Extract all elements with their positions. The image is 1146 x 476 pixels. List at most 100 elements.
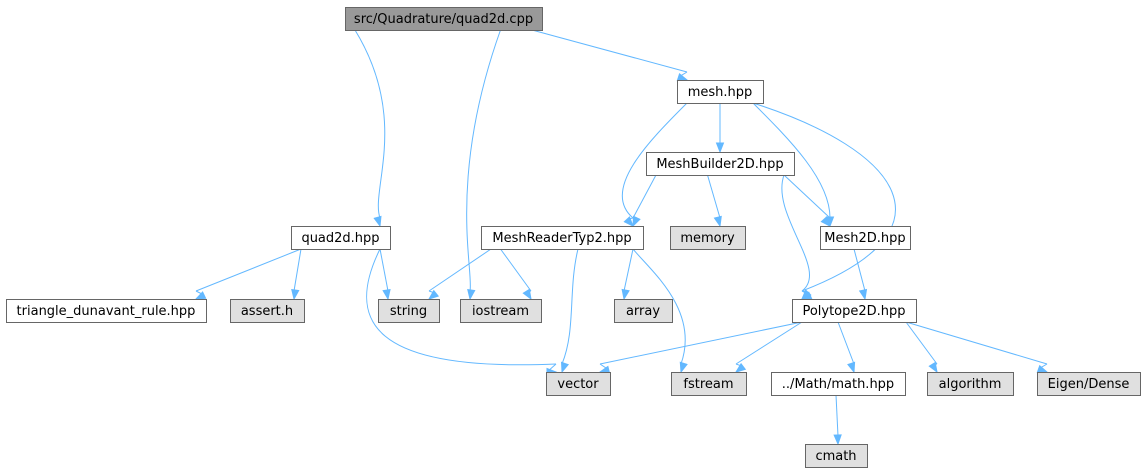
edge-quad2d-cpp-to-mesh-hpp (531, 29, 688, 73)
edge-polytope-to-eigen (905, 321, 1048, 365)
edge-meshbuilder-to-mesh2d (783, 174, 831, 219)
edge-arrowhead (928, 361, 938, 374)
node-box (460, 299, 542, 323)
edge-polytope-to-mathhpp (837, 321, 855, 365)
edge-mesh-hpp-to-meshreader (621, 102, 688, 219)
edge-tail-segment (546, 363, 557, 373)
node-box (481, 226, 644, 250)
edge-quad2d-cpp-to-iostream (466, 29, 501, 292)
node-label: fstream (683, 377, 733, 392)
node-fstream: fstream (671, 372, 747, 396)
node-box (670, 226, 746, 250)
edge-tail-segment (851, 362, 855, 365)
edge-tail-segment (801, 290, 809, 294)
edge-polytope-to-vector (599, 321, 803, 365)
edge-arrowhead (467, 289, 476, 301)
node-array: array (614, 299, 673, 323)
node-quad2d-hpp[interactable]: quad2d.hpp (291, 226, 391, 250)
edge-tail-segment (862, 289, 866, 292)
node-box (1037, 372, 1141, 396)
node-polytope[interactable]: Polytope2D.hpp (792, 299, 917, 323)
node-box (546, 372, 611, 396)
node-mesh-hpp[interactable]: mesh.hpp (677, 80, 764, 104)
edges-layer (194, 29, 1049, 446)
node-box (671, 372, 747, 396)
node-box (6, 299, 207, 323)
edge-tail-segment (377, 216, 381, 219)
node-algorithm: algorithm (927, 372, 1014, 396)
edge-tail-segment (599, 363, 610, 371)
node-box (792, 299, 917, 323)
node-label: Mesh2D.hpp (824, 231, 905, 246)
edge-tail-segment (561, 362, 565, 365)
node-mesh2d[interactable]: Mesh2D.hpp (820, 226, 911, 250)
node-meshreader[interactable]: MeshReaderTyp2.hpp (481, 226, 644, 250)
node-meshbuilder[interactable]: MeshBuilder2D.hpp (646, 152, 795, 176)
edge-polytope-to-fstream (735, 321, 803, 365)
node-string: string (378, 299, 440, 323)
edge-meshbuilder-to-meshreader (632, 174, 657, 219)
node-box (378, 299, 440, 323)
edge-arrowhead (833, 434, 842, 446)
edge-quad2d-hpp-to-triangle (195, 248, 302, 292)
node-label: MeshReaderTyp2.hpp (492, 231, 631, 246)
edge-tail-segment (195, 290, 205, 296)
edge-meshbuilder-to-polytope (781, 174, 810, 292)
node-box (677, 80, 764, 104)
node-label: MeshBuilder2D.hpp (656, 157, 783, 172)
edge-tail-segment (469, 289, 472, 292)
edge-mesh-hpp-to-mesh2d (752, 102, 831, 219)
node-box (291, 226, 391, 250)
edge-quad2d-cpp-to-quad2d-hpp (354, 29, 386, 219)
node-box (646, 152, 795, 176)
edge-meshreader-to-array (623, 248, 634, 292)
edge-tail-segment (626, 217, 634, 220)
edge-quad2d-hpp-to-assert (293, 248, 302, 292)
edge-tail-segment (428, 290, 437, 294)
edge-arrowhead (621, 288, 630, 301)
node-box (771, 372, 906, 396)
node-quad2d-cpp[interactable]: src/Quadrature/quad2d.cpp (345, 7, 543, 31)
edge-quad2d-hpp-to-vector (366, 248, 557, 366)
node-iostream: iostream (460, 299, 542, 323)
edge-quad2d-hpp-to-string (379, 248, 389, 292)
node-label: triangle_dunavant_rule.hpp (17, 304, 196, 319)
edge-tail-segment (293, 289, 296, 292)
edge-tail-segment (623, 289, 626, 292)
edge-arrowhead (382, 288, 391, 301)
edge-polytope-to-algorithm (905, 321, 938, 365)
node-box (805, 444, 868, 468)
node-vector: vector (546, 372, 611, 396)
node-label: cmath (815, 449, 856, 464)
edge-tail-segment (735, 363, 744, 368)
node-box (820, 226, 911, 250)
edge-arrowhead (291, 289, 300, 301)
edge-meshreader-to-iostream (500, 248, 532, 292)
node-eigen: Eigen/Dense (1037, 372, 1141, 396)
node-box (927, 372, 1014, 396)
edge-arrowhead (858, 288, 868, 301)
edge-meshbuilder-to-memory (707, 174, 721, 219)
node-triangle[interactable]: triangle_dunavant_rule.hpp (6, 299, 207, 323)
node-box (345, 7, 543, 31)
node-label: src/Quadrature/quad2d.cpp (354, 12, 533, 27)
node-box (614, 299, 673, 323)
node-cmath: cmath (805, 444, 868, 468)
node-label: Polytope2D.hpp (802, 304, 905, 319)
node-box (230, 299, 305, 323)
edge-arrowhead (427, 289, 440, 300)
nodes-layer: src/Quadrature/quad2d.cpp mesh.hppMeshBui… (6, 7, 1141, 468)
node-label: ../Math/math.hpp (782, 377, 894, 392)
edge-tail-segment (678, 71, 688, 78)
edge-tail-segment (386, 289, 389, 292)
edge-mathhpp-to-cmath (835, 394, 839, 437)
node-label: quad2d.hpp (301, 231, 379, 246)
node-label: array (626, 304, 660, 319)
node-mathhpp[interactable]: ../Math/math.hpp (771, 372, 906, 396)
node-assert: assert.h (230, 299, 305, 323)
node-label: assert.h (241, 304, 293, 319)
node-label: iostream (472, 304, 529, 319)
edge-arrowhead (820, 216, 831, 228)
edge-arrowhead (713, 215, 722, 228)
